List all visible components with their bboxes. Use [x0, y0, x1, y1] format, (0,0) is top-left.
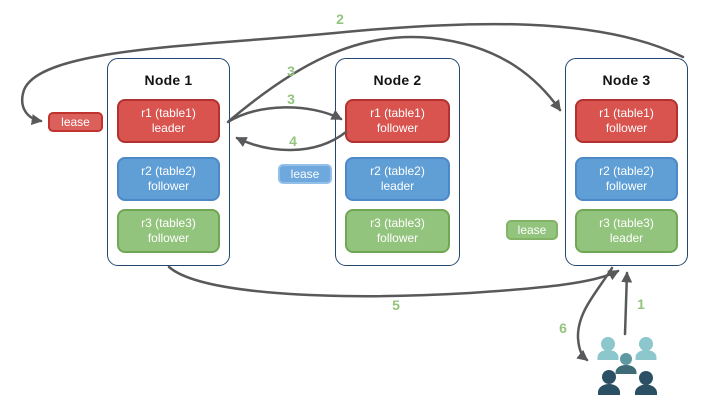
lease-badge-r2: lease	[278, 164, 332, 184]
node3-r3-line1: r3 (table3)	[599, 216, 654, 230]
node3-r3-box: r3 (table3) leader	[575, 209, 678, 253]
node1-r3-role: follower	[147, 231, 190, 245]
user-mid-head	[620, 353, 632, 365]
node1-r2-role: follower	[147, 179, 190, 193]
step-label-3a: 3	[287, 63, 295, 79]
node2-r3-line1: r3 (table3)	[370, 216, 425, 230]
step-label-4: 4	[289, 133, 297, 149]
node1-r1-line1: r1 (table1)	[141, 106, 196, 120]
node3-r1-box: r1 (table1) follower	[575, 99, 678, 143]
node1-r3-line1: r3 (table3)	[141, 216, 196, 230]
node2-r1-role: follower	[376, 121, 419, 135]
node1-r2-line1: r2 (table2)	[141, 164, 196, 178]
node3-r2-line1: r2 (table2)	[599, 164, 654, 178]
node3-r1-line1: r1 (table1)	[599, 106, 654, 120]
arrow-step1-users-to-node3	[621, 271, 633, 336]
node3-title: Node 3	[602, 72, 651, 88]
user-mid-body	[615, 365, 637, 374]
users-icon	[597, 337, 657, 395]
node3-r2-role: follower	[605, 179, 648, 193]
arrow-step3-node1-to-node2	[226, 106, 343, 124]
step-label-6: 6	[559, 320, 567, 336]
node2-r2-line1: r2 (table2)	[370, 164, 425, 178]
node3-r1-role: follower	[605, 121, 648, 135]
node2-r3-box: r3 (table3) follower	[345, 209, 450, 253]
node1-r1-role: leader	[151, 121, 186, 135]
node2-r2-box: r2 (table2) leader	[345, 157, 450, 201]
node2-r2-role: leader	[380, 179, 415, 193]
node1-r2-box: r2 (table2) follower	[117, 157, 220, 201]
node3-r3-role: leader	[609, 231, 644, 245]
step-label-2: 2	[336, 11, 344, 27]
node2-r1-line1: r1 (table1)	[370, 106, 425, 120]
node1-card: Node 1 r1 (table1) leader r2 (table2) fo…	[107, 58, 230, 266]
arrow-step6-node3-to-users	[576, 266, 614, 362]
step-label-5: 5	[392, 297, 400, 313]
node2-r3-role: follower	[376, 231, 419, 245]
node2-title: Node 2	[373, 72, 422, 88]
node3-card: Node 3 r1 (table1) follower r2 (table2) …	[565, 58, 688, 266]
lease-badge-r3: lease	[506, 220, 558, 240]
step-label-3b: 3	[287, 91, 295, 107]
node2-r1-box: r1 (table1) follower	[345, 99, 450, 143]
users-dark-pair	[598, 370, 657, 395]
node1-r3-box: r3 (table3) follower	[117, 209, 220, 253]
node2-card: Node 2 r1 (table1) follower r2 (table2) …	[335, 58, 460, 266]
arrow-step5-node1-to-node3	[167, 265, 620, 298]
node1-r1-box: r1 (table1) leader	[117, 99, 220, 143]
users-light-pair	[597, 337, 657, 360]
step-label-1: 1	[637, 296, 645, 312]
lease-badge-r1: lease	[48, 112, 103, 132]
node1-title: Node 1	[144, 72, 193, 88]
node3-r2-box: r2 (table2) follower	[575, 157, 678, 201]
